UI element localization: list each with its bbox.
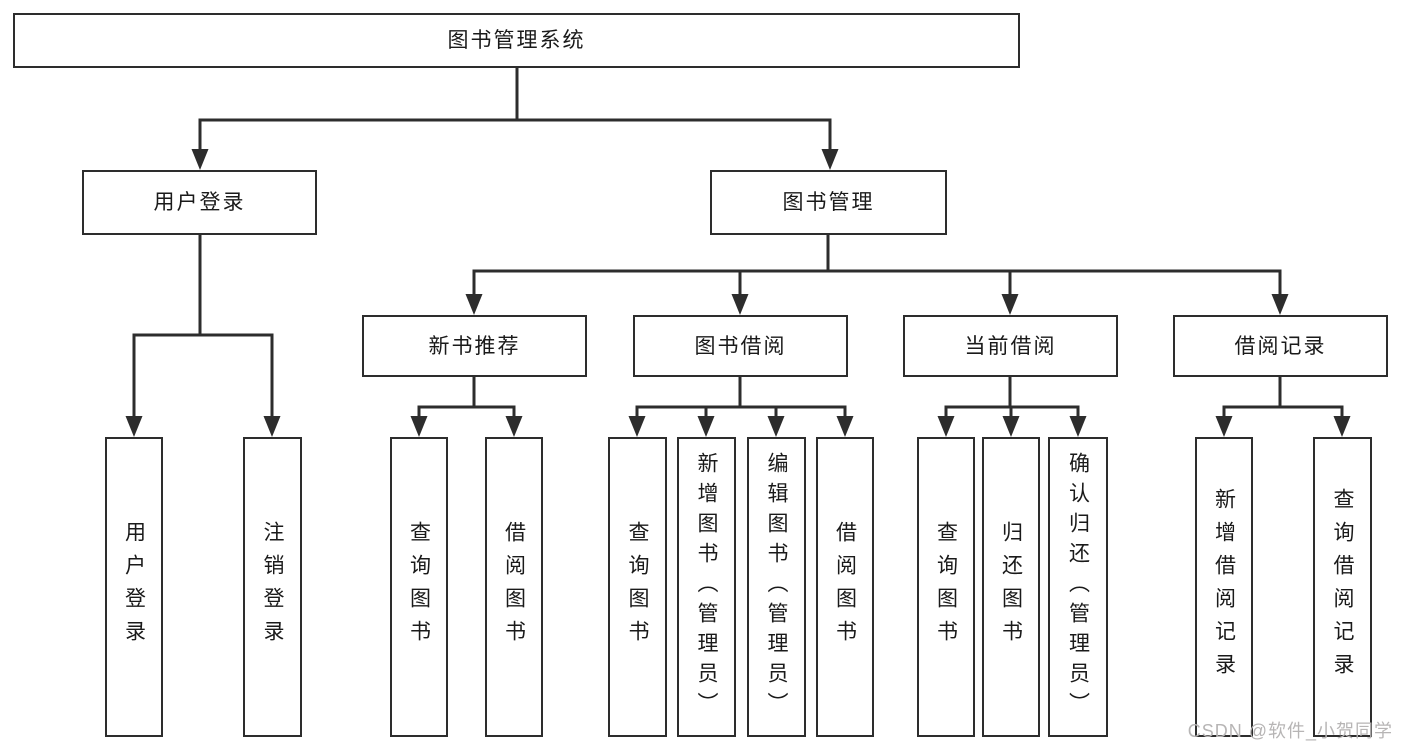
node-user-login-branch: 用户登录 <box>82 170 317 235</box>
arrowhead-icon <box>410 416 428 437</box>
arrowhead-icon <box>1001 294 1019 315</box>
arrowhead-icon <box>937 416 955 437</box>
node-label-user-login-branch: 用户登录 <box>153 191 246 214</box>
node-label-borrow-records: 借阅记录 <box>1234 334 1327 358</box>
node-leaf-query-books-current: 查询图书 <box>917 437 975 737</box>
node-leaf-return-books: 归还图书 <box>982 437 1040 737</box>
node-leaf-query-borrow-record: 查询借阅记录 <box>1313 437 1372 737</box>
node-label-book-borrow: 图书借阅 <box>694 334 787 358</box>
arrowhead-icon <box>263 416 281 437</box>
node-leaf-user-login: 用户登录 <box>105 437 163 737</box>
node-label-leaf-borrow-books-rec: 借阅图书 <box>502 521 526 653</box>
arrowhead-icon <box>1333 416 1351 437</box>
node-leaf-query-books-borrow: 查询图书 <box>608 437 667 737</box>
node-leaf-edit-books-admin: 编辑图书（管理员） <box>747 437 806 737</box>
arrowhead-icon <box>628 416 646 437</box>
arrowhead-icon <box>191 149 209 170</box>
node-label-new-book-rec: 新书推荐 <box>428 334 521 358</box>
node-leaf-query-books-rec: 查询图书 <box>390 437 448 737</box>
arrowhead-icon <box>1215 416 1233 437</box>
arrowhead-icon <box>505 416 523 437</box>
arrowhead-icon <box>1002 416 1020 437</box>
watermark: CSDN @软件_小贺同学 <box>1187 721 1393 741</box>
node-label-leaf-logout: 注销登录 <box>261 521 284 653</box>
node-label-leaf-query-books-borrow: 查询图书 <box>626 521 649 653</box>
arrowhead-icon <box>1069 416 1087 437</box>
arrowhead-icon <box>767 416 785 437</box>
node-label-leaf-query-books-current: 查询图书 <box>934 521 958 653</box>
node-book-mgmt-branch: 图书管理 <box>710 170 947 235</box>
node-current-borrow: 当前借阅 <box>903 315 1118 377</box>
node-root: 图书管理系统 <box>13 13 1020 68</box>
arrowhead-icon <box>821 149 839 170</box>
node-label-leaf-return-books: 归还图书 <box>999 521 1023 653</box>
node-label-leaf-edit-books-admin: 编辑图书（管理员） <box>765 452 788 722</box>
node-leaf-confirm-return-admin: 确认归还（管理员） <box>1048 437 1108 737</box>
node-label-leaf-user-login: 用户登录 <box>122 521 146 653</box>
arrowhead-icon <box>125 416 143 437</box>
arrowhead-icon <box>465 294 483 315</box>
node-borrow-records: 借阅记录 <box>1173 315 1388 377</box>
node-label-leaf-confirm-return-admin: 确认归还（管理员） <box>1066 452 1090 722</box>
node-new-book-rec: 新书推荐 <box>362 315 587 377</box>
node-label-current-borrow: 当前借阅 <box>964 334 1057 358</box>
node-leaf-logout: 注销登录 <box>243 437 302 737</box>
arrowhead-icon <box>1271 294 1289 315</box>
node-leaf-borrow-books-borrow: 借阅图书 <box>816 437 874 737</box>
node-leaf-add-borrow-record: 新增借阅记录 <box>1195 437 1253 737</box>
node-book-borrow: 图书借阅 <box>633 315 848 377</box>
node-leaf-borrow-books-rec: 借阅图书 <box>485 437 543 737</box>
edge-lines <box>132 66 1344 421</box>
node-leaf-add-books-admin: 新增图书（管理员） <box>677 437 736 737</box>
node-label-leaf-query-borrow-record: 查询借阅记录 <box>1331 488 1354 686</box>
node-label-leaf-borrow-books-borrow: 借阅图书 <box>833 521 857 653</box>
arrowhead-icon <box>697 416 715 437</box>
arrowhead-icon <box>731 294 749 315</box>
node-label-leaf-query-books-rec: 查询图书 <box>407 521 431 653</box>
node-label-leaf-add-books-admin: 新增图书（管理员） <box>695 452 718 722</box>
node-label-root: 图书管理系统 <box>447 29 586 52</box>
arrowhead-icon <box>836 416 854 437</box>
node-label-book-mgmt-branch: 图书管理 <box>782 191 875 214</box>
node-label-leaf-add-borrow-record: 新增借阅记录 <box>1212 488 1236 686</box>
